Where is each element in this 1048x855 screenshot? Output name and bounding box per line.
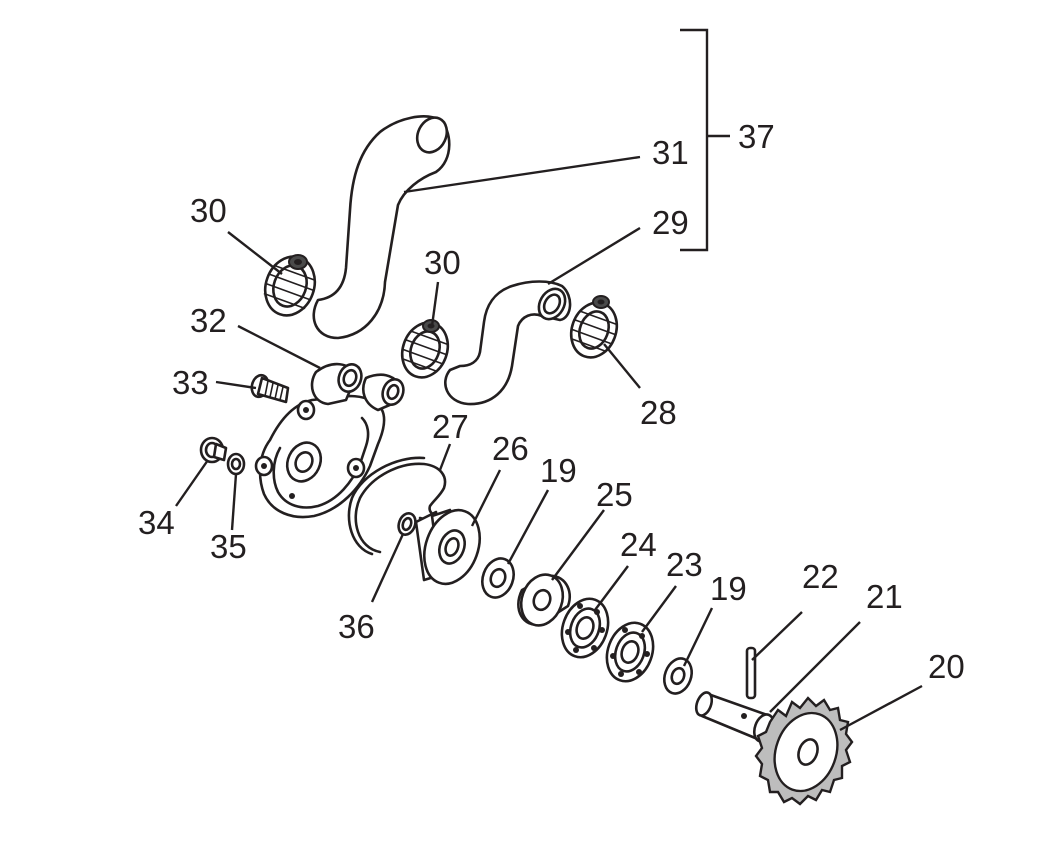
- leader-lines: [175, 155, 923, 732]
- seal-part-36: [397, 512, 417, 536]
- callout-30-center: 30: [424, 244, 461, 281]
- water-pump-cover-part-32: [254, 362, 405, 519]
- callout-31: 31: [652, 134, 689, 171]
- s-hose-part-29: [444, 280, 572, 406]
- callout-29: 29: [652, 204, 689, 241]
- callout-36: 36: [338, 608, 375, 645]
- callout-26: 26: [492, 430, 529, 467]
- callout-24: 24: [620, 526, 657, 563]
- kit-bracket: [680, 28, 730, 252]
- callout-33: 33: [172, 364, 209, 401]
- callout-27: 27: [432, 408, 469, 445]
- hose-clamp-right-part-28: [569, 295, 619, 359]
- callout-34: 34: [138, 504, 175, 541]
- callout-labels: 37 31 30 30 29 32 28 33 27 26 19 25 34 3…: [138, 118, 965, 685]
- callout-19-lower: 19: [710, 570, 747, 607]
- drain-plug-part-34: [199, 436, 228, 464]
- callout-25: 25: [596, 476, 633, 513]
- washer-lower-part-19: [663, 657, 693, 695]
- pin-part-22: [745, 646, 757, 700]
- callout-30-left: 30: [190, 192, 227, 229]
- bolt-part-33: [250, 373, 290, 404]
- impeller-part-26: [414, 508, 481, 586]
- washer-part-35: [226, 452, 246, 476]
- callout-21: 21: [866, 578, 903, 615]
- seal-part-25: [517, 573, 571, 627]
- callout-23: 23: [666, 546, 703, 583]
- callout-37: 37: [738, 118, 775, 155]
- callout-35: 35: [210, 528, 247, 565]
- callout-20: 20: [928, 648, 965, 685]
- bearing-part-24: [560, 597, 610, 659]
- callout-32: 32: [190, 302, 227, 339]
- gear-part-20: [754, 696, 854, 806]
- washer-upper-part-19: [481, 557, 515, 599]
- hose-clamp-center-part-30: [400, 319, 450, 379]
- callout-19-upper: 19: [540, 452, 577, 489]
- callout-28: 28: [640, 394, 677, 431]
- bearing-part-23: [605, 621, 655, 683]
- callout-22: 22: [802, 558, 839, 595]
- upper-hose-part-31: [312, 115, 451, 340]
